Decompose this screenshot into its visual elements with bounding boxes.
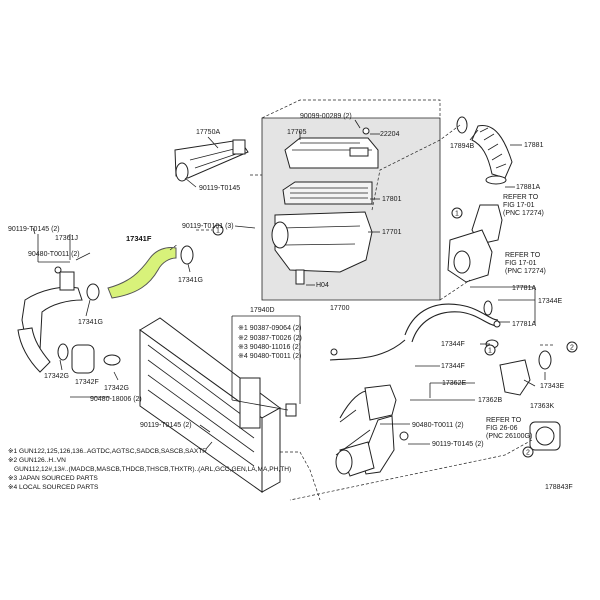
footnote-4: ※4 LOCAL SOURCED PARTS — [8, 484, 99, 491]
leader-lines — [32, 119, 546, 450]
refer-3-line-1: REFER TO — [486, 417, 522, 424]
refer-1-line-2: FIG 17-01 — [503, 202, 535, 209]
label-90480-t0011-b: ※4 90480-T0011 (2) — [238, 353, 301, 360]
hose-clamp — [86, 245, 194, 301]
footnote-2a: ※2 GUN126..H..VN — [8, 457, 66, 464]
label-17781a-b: 17781A — [512, 321, 536, 328]
intake-pipe-lower — [335, 384, 409, 477]
label-17344f-a: 17344F — [441, 341, 465, 348]
inlet-duct — [174, 139, 249, 182]
label-17362b: 17362B — [478, 397, 502, 404]
refer-2-line-2: FIG 17-01 — [505, 260, 537, 267]
label-17750a: 17750A — [196, 129, 220, 136]
label-17341f: 17341F — [126, 234, 152, 243]
label-22204: 22204 — [380, 131, 400, 138]
label-17362e: 17362E — [442, 380, 466, 387]
callout-1-c: 1 — [488, 348, 492, 355]
label-17701: 17701 — [382, 229, 402, 236]
callout-2-a: 2 — [570, 345, 574, 352]
footnote-2b: GUN112,12#,13#..(MADCB,MASCB,THDCB,THSCB… — [14, 466, 291, 473]
label-17341g-a: 17341G — [178, 277, 203, 284]
air-flow-meter — [349, 127, 370, 157]
refer-1-line-3: (PNC 17274) — [503, 210, 544, 217]
throttle-connector — [499, 350, 561, 451]
label-17361j: 17361J — [55, 235, 78, 242]
refer-2-line-3: (PNC 17274) — [505, 268, 546, 275]
intake-elbow — [447, 204, 503, 283]
bracket-left — [21, 266, 83, 353]
figure-number: 178843F — [545, 484, 573, 491]
label-h04: H04 — [316, 282, 329, 289]
label-17344e: 17344E — [538, 298, 562, 305]
vent-hose — [329, 300, 501, 361]
air-cleaner-case — [271, 211, 373, 285]
label-17363k: 17363K — [530, 403, 554, 410]
label-17344f-b: 17344F — [441, 363, 465, 370]
callout-1-b: 1 — [216, 228, 220, 235]
label-17781a-a: 17781A — [512, 285, 536, 292]
label-90119-t0101: 90119-T0101 (3) — [182, 223, 234, 230]
label-90119-t0145-d: 90119-T0145 (2) — [432, 441, 484, 448]
refer-3-line-3: (PNC 26100G) — [486, 433, 532, 440]
label-90480-18006: 90480-18006 (2) — [90, 396, 142, 403]
label-17341g-b: 17341G — [78, 319, 103, 326]
hose-17342f — [17, 327, 121, 374]
label-17343e: 17343E — [540, 383, 564, 390]
label-90099: 90099-00289 (2) — [300, 113, 352, 120]
label-90119-t0145-b: 90119-T0145 (2) — [8, 226, 60, 233]
air-filter-element — [282, 181, 373, 205]
label-90480-t0011-c: 90480-T0011 (2) — [412, 422, 464, 429]
label-17940d: 17940D — [250, 307, 275, 314]
label-90480-t0011-a: 90480-T0011 (2) — [28, 251, 80, 258]
label-17881a: 17881A — [516, 184, 540, 191]
footnote-3: ※3 JAPAN SOURCED PARTS — [8, 475, 98, 482]
label-90480-11016: ※3 90480-11016 (2) — [238, 344, 301, 351]
label-90387-09064: ※1 90387-09064 (2) — [238, 325, 301, 332]
label-17881: 17881 — [524, 142, 544, 149]
callout-1-a: 1 — [455, 211, 459, 218]
callout-2-b: 2 — [526, 450, 530, 457]
label-17705: 17705 — [287, 129, 307, 136]
refer-1-line-1: REFER TO — [503, 194, 539, 201]
label-17894b: 17894B — [450, 143, 474, 150]
refer-2-line-1: REFER TO — [505, 252, 541, 259]
label-17342g-b: 17342G — [104, 385, 129, 392]
label-90119-t0145-a: 90119-T0145 — [199, 185, 240, 192]
refer-3-line-2: FIG 26-06 — [486, 425, 518, 432]
hose-17341f-highlighted — [107, 247, 177, 299]
label-17342f: 17342F — [75, 379, 99, 386]
label-17342g-a: 17342G — [44, 373, 69, 380]
air-hose-upper — [456, 116, 513, 185]
footnote-1: ※1 GUN122,125,126,136..AGTDC,AGTSC,SADCB… — [8, 448, 207, 455]
label-90119-t0145-c: 90119-T0145 (2) — [140, 422, 192, 429]
label-17700: 17700 — [330, 305, 350, 312]
intercooler — [139, 317, 297, 493]
circle-callouts — [212, 207, 578, 458]
dashed-reference-lines — [169, 99, 555, 501]
label-90387-t0026: ※2 90387-T0026 (2) — [238, 335, 302, 342]
label-17801: 17801 — [382, 196, 402, 203]
